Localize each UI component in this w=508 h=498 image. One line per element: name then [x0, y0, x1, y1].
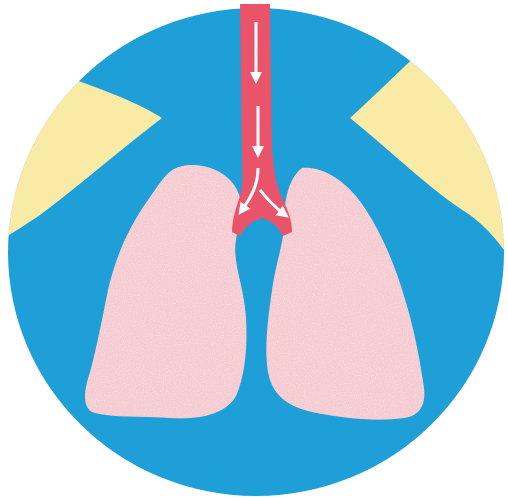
lungs-diagram — [0, 0, 508, 498]
lungs-illustration — [0, 0, 508, 498]
